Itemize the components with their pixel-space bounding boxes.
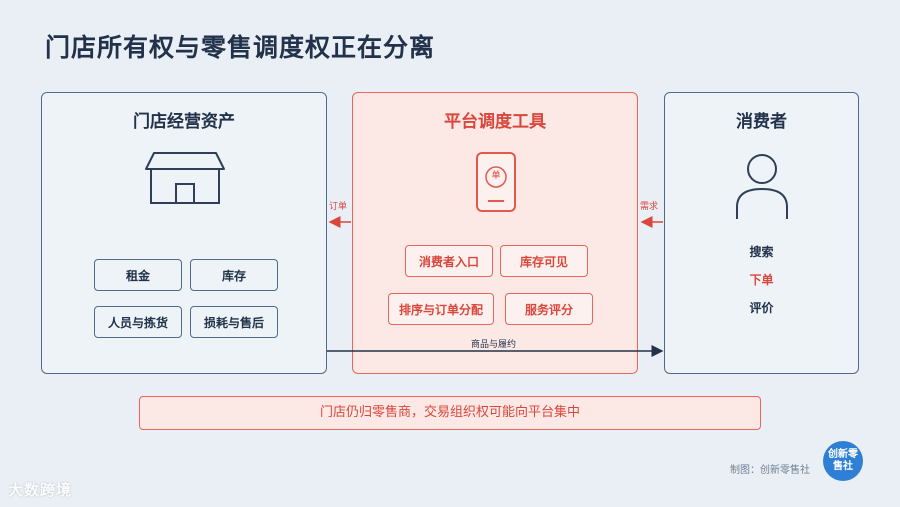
chip-rent: 租金 — [94, 259, 182, 291]
phone-order-icon — [476, 152, 516, 212]
platform-tools-title: 平台调度工具 — [444, 112, 546, 132]
demand-arrow-label: 需求 — [640, 202, 659, 212]
order-arrow-label: 订单 — [329, 202, 348, 212]
chip-ranking-dispatch: 排序与订单分配 — [388, 293, 494, 325]
brand-badge-text: 创新零售社 — [828, 449, 858, 472]
store-assets-title: 门店经营资产 — [133, 112, 235, 132]
person-icon — [736, 154, 788, 219]
consumer-title: 消费者 — [736, 112, 787, 132]
page-title: 门店所有权与零售调度权正在分离 — [45, 33, 436, 62]
watermark: 大数跨境 — [8, 481, 73, 499]
chip-inventory: 库存 — [190, 259, 278, 291]
fulfillment-arrow-label: 商品与履约 — [471, 340, 517, 350]
conclusion-banner: 门店仍归零售商，交易组织权可能向平台集中 — [139, 396, 761, 430]
chip-consumer-entry: 消费者入口 — [405, 245, 493, 277]
brand-badge: 创新零售社 — [823, 441, 863, 481]
store-assets-panel: 门店经营资产 租金 库存 人员与拣货 损耗与售后 — [41, 92, 327, 374]
phone-order-badge: 单 — [491, 171, 501, 181]
chip-staff-picking: 人员与拣货 — [94, 306, 182, 338]
chip-inventory-visibility: 库存可见 — [500, 245, 588, 277]
platform-tools-panel: 平台调度工具 单 消费者入口 库存可见 排序与订单分配 服务评分 — [352, 92, 638, 374]
store-icon — [145, 152, 225, 204]
action-review: 评价 — [749, 301, 774, 315]
chip-loss-aftersales: 损耗与售后 — [190, 306, 278, 338]
action-place-order: 下单 — [749, 273, 774, 287]
action-search: 搜索 — [749, 245, 774, 259]
consumer-panel: 消费者 搜索 下单 评价 — [664, 92, 859, 374]
chip-service-rating: 服务评分 — [505, 293, 593, 325]
chart-credit: 制图：创新零售社 — [730, 465, 810, 476]
